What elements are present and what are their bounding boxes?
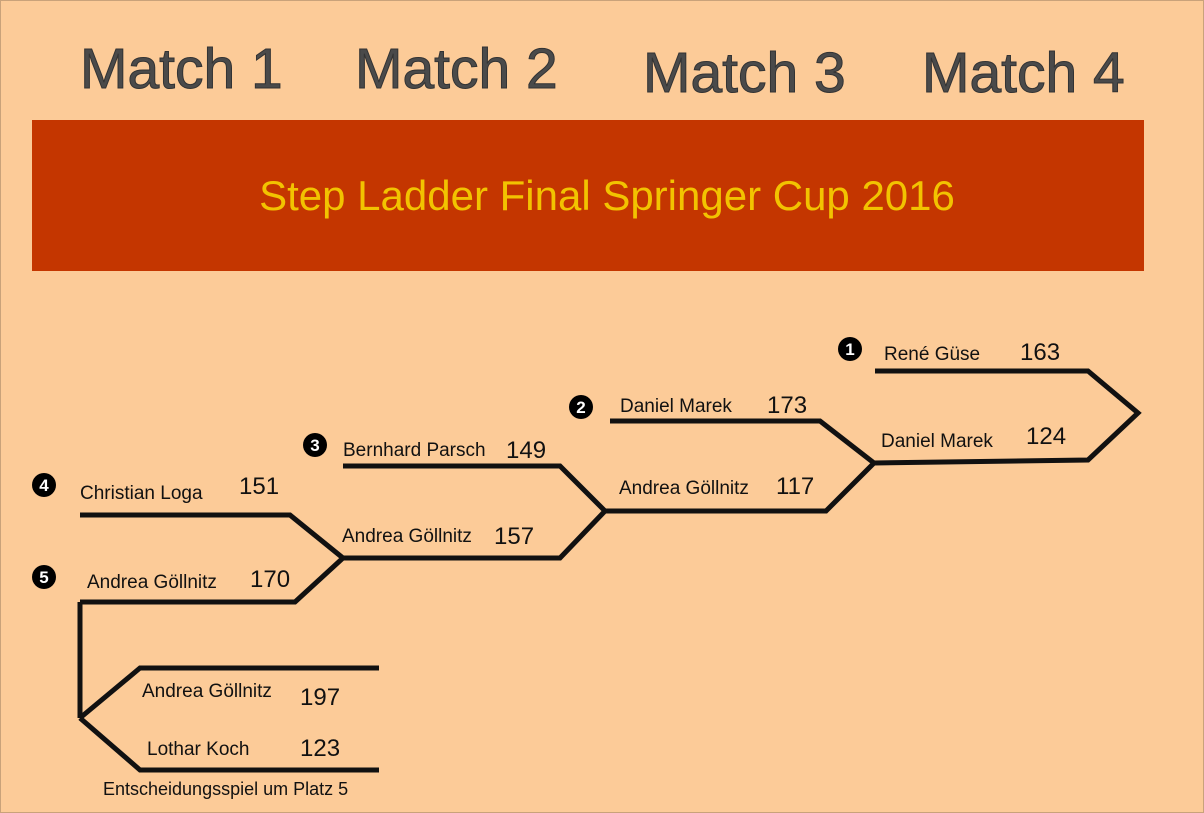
seed-number: 4 <box>39 476 49 495</box>
placement-bottom-score: 123 <box>300 735 340 762</box>
placement-top-line <box>78 665 379 720</box>
placement-top-score: 197 <box>300 684 340 711</box>
seed-number: 1 <box>845 340 854 359</box>
seed-circle <box>569 395 593 419</box>
seed-circle <box>838 337 862 361</box>
match-3-header: Match 3 <box>643 41 846 105</box>
match-4-connector <box>873 368 1142 466</box>
seed-badge-4: 4 <box>32 473 56 497</box>
placement-bottom-name: Lothar Koch <box>147 739 249 760</box>
placement-caption: Entscheidungsspiel um Platz 5 <box>103 779 348 799</box>
bracket-lines <box>77 368 1142 773</box>
placement-top-name: Andrea Göllnitz <box>142 681 272 702</box>
match4-bottom-score: 124 <box>1026 423 1066 450</box>
seed-circle <box>32 565 56 589</box>
match2-bottom-name: Andrea Göllnitz <box>342 526 472 547</box>
match-4-header: Match 4 <box>922 41 1125 105</box>
match4-top-score: 163 <box>1020 339 1060 366</box>
match1-bottom-name: Andrea Göllnitz <box>87 572 217 593</box>
seed-badge-2: 2 <box>569 395 593 419</box>
seed-badge-3: 3 <box>303 433 327 457</box>
seed-number: 3 <box>310 436 319 455</box>
match2-bottom-score: 157 <box>494 523 534 550</box>
seed-badge-1: 1 <box>838 337 862 361</box>
seed-number: 2 <box>576 398 585 417</box>
title-banner <box>32 120 1144 271</box>
match4-bottom-name: Daniel Marek <box>881 431 993 452</box>
match3-bottom-name: Andrea Göllnitz <box>619 478 749 499</box>
match3-top-name: Daniel Marek <box>620 396 732 417</box>
match-1-header: Match 1 <box>80 37 283 101</box>
match1-top-name: Christian Loga <box>80 483 203 504</box>
match1-top-score: 151 <box>239 473 279 500</box>
seed-badge-5: 5 <box>32 565 56 589</box>
match-2-header: Match 2 <box>355 37 558 101</box>
placement-bottom-line <box>78 716 379 773</box>
page-title: Step Ladder Final Springer Cup 2016 <box>259 172 955 219</box>
match2-top-name: Bernhard Parsch <box>343 440 486 461</box>
seed-circle <box>303 433 327 457</box>
seed-number: 5 <box>39 568 48 587</box>
match1-bottom-score: 170 <box>250 566 290 593</box>
seed-circle <box>32 473 56 497</box>
match3-top-score: 173 <box>767 392 807 419</box>
match3-bottom-score: 117 <box>776 473 814 500</box>
match2-top-score: 149 <box>506 437 546 464</box>
match4-top-name: René Güse <box>884 344 980 365</box>
